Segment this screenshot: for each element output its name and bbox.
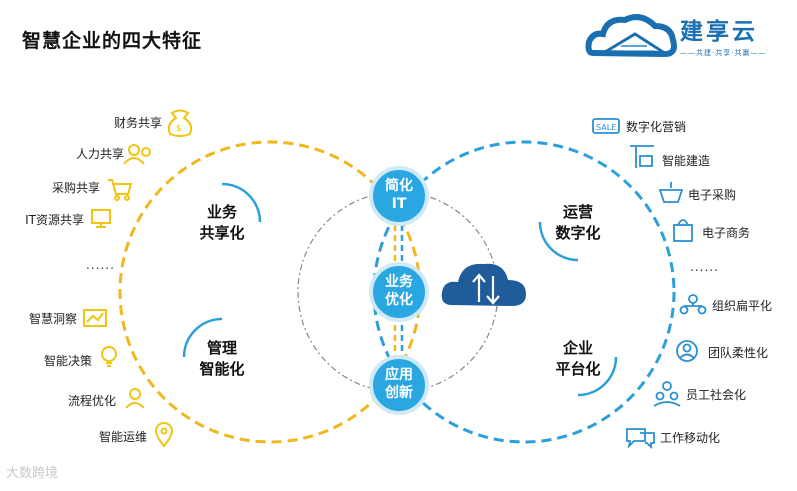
quadrant-circle-bl xyxy=(182,317,260,395)
quadrant-circle-tl xyxy=(184,182,262,260)
org-chart-icon xyxy=(679,294,707,315)
ellipsis-left: ...... xyxy=(86,258,115,272)
quadrant-circle-tr xyxy=(538,184,616,262)
team-icon xyxy=(653,381,681,407)
svg-text:SALE: SALE xyxy=(596,123,616,132)
label-app-innovate: 应用创新 xyxy=(385,367,413,401)
sale-tag-icon: SALE xyxy=(592,118,620,134)
item-smart-decision: 智能决策 xyxy=(43,354,92,368)
ellipsis-right: ...... xyxy=(690,260,719,274)
item-team-flexible: 团队柔性化 xyxy=(708,346,769,360)
logo-cloud-icon xyxy=(585,14,677,58)
item-hr-sharing: 人力共享 xyxy=(75,147,124,161)
item-finance-sharing: 财务共享 xyxy=(113,116,162,130)
item-smart-construction: 智能建造 xyxy=(662,154,711,168)
page-title: 智慧企业的四大特征 xyxy=(22,30,203,52)
people-icon xyxy=(123,144,151,165)
label-business-optimize: 业务优化 xyxy=(385,274,413,308)
logo-subtitle: ——共建·共享·共赢—— xyxy=(680,49,767,57)
shopping-bag-icon xyxy=(673,219,693,242)
label-operation-digital: 运营数字化 xyxy=(555,203,601,242)
item-org-flat: 组织扁平化 xyxy=(712,299,773,313)
money-bag-icon: $ xyxy=(167,109,193,137)
shopping-cart-icon xyxy=(108,179,133,201)
chat-icon xyxy=(626,428,655,450)
quadrant-circle-br xyxy=(540,319,618,397)
node-simplify-it xyxy=(369,166,429,226)
location-pin-icon xyxy=(154,422,174,448)
label-enterprise-platform: 企业平台化 xyxy=(555,339,601,378)
item-it-resource-sharing: IT资源共享 xyxy=(25,213,84,227)
watermark-text: 大数跨境 xyxy=(6,466,59,481)
cloud-sync-icon xyxy=(441,263,526,306)
basket-icon xyxy=(658,182,684,203)
label-management-intelligence: 管理智能化 xyxy=(199,339,245,378)
logo-text: 建享云 xyxy=(680,18,758,45)
node-business-optimize xyxy=(369,262,429,322)
item-procurement-sharing: 采购共享 xyxy=(51,181,100,195)
item-e-commerce: 电子商务 xyxy=(702,226,751,240)
monitor-icon xyxy=(91,209,111,228)
node-app-innovate xyxy=(369,355,429,415)
user-circle-icon xyxy=(676,340,698,362)
item-smart-ops: 智能运维 xyxy=(98,430,147,444)
item-process-optimize: 流程优化 xyxy=(67,394,116,408)
item-mobile-work: 工作移动化 xyxy=(660,431,721,445)
svg-text:$: $ xyxy=(176,124,182,134)
item-e-procurement: 电子采购 xyxy=(688,188,737,202)
crane-icon xyxy=(630,145,654,168)
person-gear-icon xyxy=(125,388,145,409)
lightbulb-icon xyxy=(101,346,117,367)
chart-board-icon xyxy=(83,309,107,327)
item-staff-social: 员工社会化 xyxy=(686,388,747,402)
item-digital-marketing: 数字化营销 xyxy=(626,120,687,134)
label-business-sharing: 业务共享化 xyxy=(199,203,245,242)
item-smart-insight: 智慧洞察 xyxy=(28,312,77,326)
